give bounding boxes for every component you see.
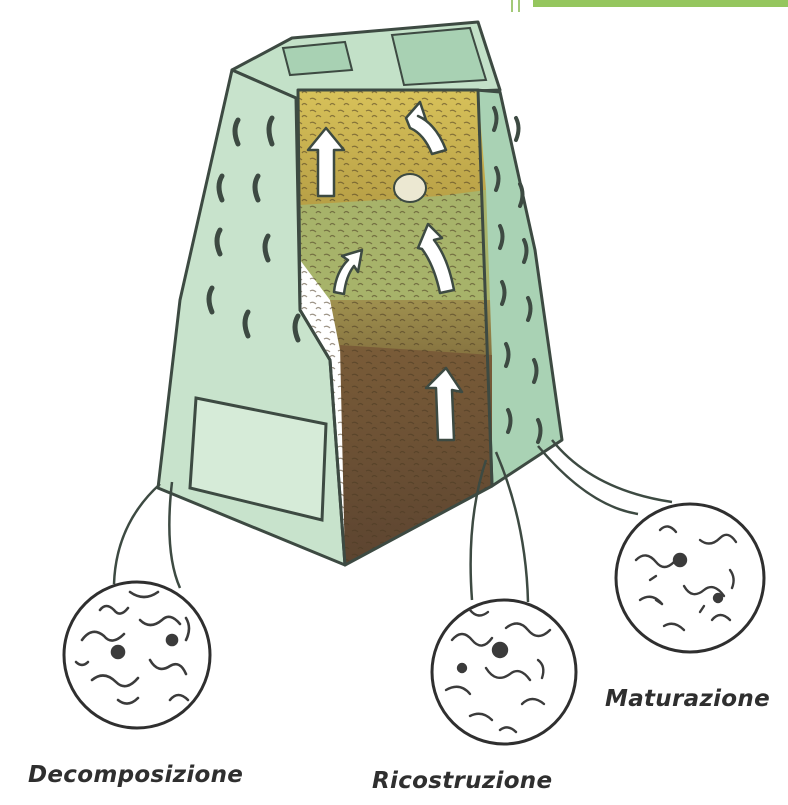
microorganism-magnifier-ricostruzione: [432, 600, 576, 744]
stage-label-maturazione: Maturazione: [605, 686, 770, 712]
microorganism-magnifier-decomposizione: [64, 582, 210, 728]
microorganism-magnifier-maturazione: [616, 504, 764, 652]
stage-label-decomposizione: Decomposizione: [28, 762, 243, 788]
stage-label-ricostruzione: Ricostruzione: [372, 768, 552, 794]
